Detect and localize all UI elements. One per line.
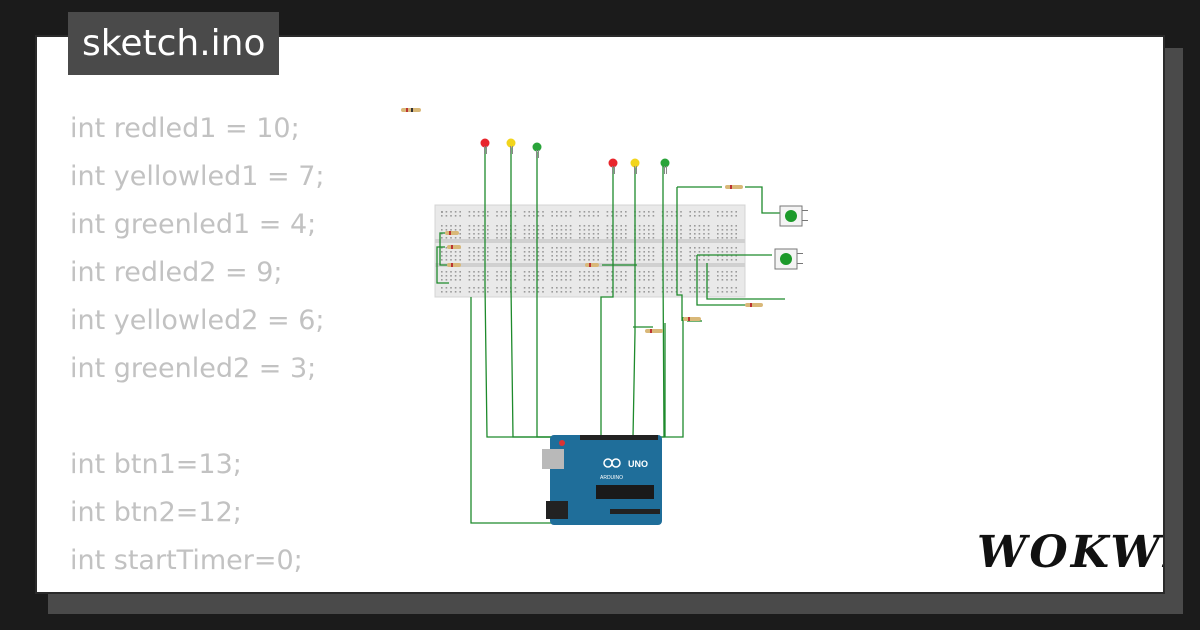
preview-card: int redled1 = 10; int yellowled1 = 7; in…	[35, 35, 1165, 594]
board-brand: ARDUINO	[600, 475, 623, 481]
wire-group	[436, 147, 785, 524]
code-line: int btn1=13;	[70, 449, 242, 480]
code-line: int greenled2 = 3;	[70, 353, 317, 384]
push-button-1[interactable]	[779, 205, 808, 227]
code-line: int greenled1 = 4;	[70, 209, 317, 240]
push-button-2[interactable]	[774, 248, 803, 270]
board-label: UNO	[628, 459, 648, 469]
code-line: int yellowled2 = 6;	[70, 305, 325, 336]
leds	[480, 138, 670, 174]
breadboard	[434, 204, 746, 298]
code-line: int btn2=12;	[70, 497, 242, 528]
wokwi-logo: WOKWI	[977, 527, 1163, 578]
code-editor: int redled1 = 10; int yellowled1 = 7; in…	[70, 105, 337, 592]
code-line: int yellowled1 = 7;	[70, 161, 325, 192]
circuit-diagram: UNO ARDUINO	[401, 108, 808, 525]
resistors	[401, 108, 763, 333]
file-tab[interactable]: sketch.ino	[68, 12, 280, 75]
code-line: int redled2 = 9;	[70, 257, 283, 288]
code-line: int redled1 = 10;	[70, 113, 300, 144]
code-line: int startTimer=0;	[70, 545, 303, 576]
arduino-uno-board: UNO ARDUINO	[542, 435, 662, 525]
